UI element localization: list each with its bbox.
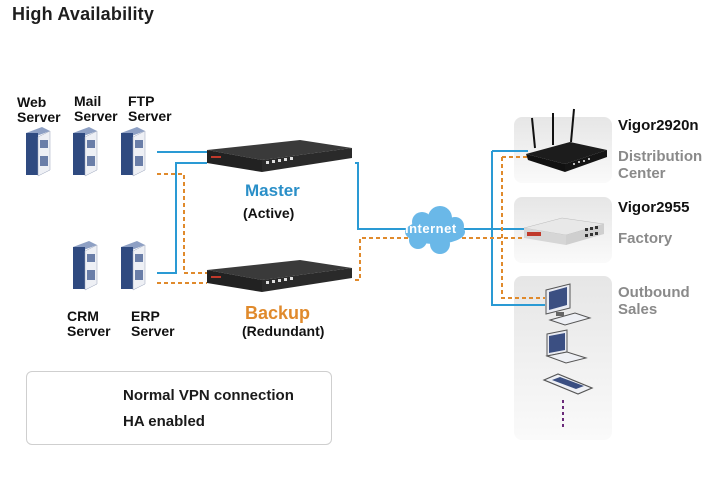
crm-server-label: CRM Server	[67, 308, 111, 339]
distribution-center-label: Distribution Center	[618, 148, 703, 182]
backup-router-icon	[207, 260, 352, 292]
master-label: Master	[245, 181, 300, 200]
server-icon-erp	[121, 241, 146, 291]
ha-line-distribution-outbound	[501, 156, 545, 299]
master-role-label: (Active)	[243, 205, 295, 221]
vigor2955-router-icon	[523, 217, 605, 245]
erp-server-label: ERP Server	[131, 308, 175, 339]
backup-label: Backup	[245, 303, 311, 323]
ftp-server-label: FTP Server	[128, 93, 172, 124]
vpn-line-erp-master	[157, 162, 207, 274]
legend-ha-label: HA enabled	[123, 413, 205, 430]
vigor2920n-label: Vigor2920n	[618, 117, 699, 134]
ha-line-backup-internet	[355, 237, 410, 281]
internet-cloud-icon	[405, 206, 465, 254]
vpn-line-distribution-outbound	[491, 150, 545, 306]
outbound-sales-label: Outbound Sales	[618, 284, 690, 318]
ha-lines	[157, 156, 545, 299]
vigor2920n-router-icon	[526, 108, 607, 172]
desktop-computer-icon	[545, 283, 592, 326]
internet-label: Internet	[405, 221, 457, 236]
legend-vpn-label: Normal VPN connection	[123, 387, 294, 404]
smartphone-icon	[542, 373, 594, 395]
ha-line-ftp-backup	[157, 173, 207, 274]
backup-role-label: (Redundant)	[242, 323, 325, 339]
vpn-lines	[157, 150, 545, 306]
server-icon-web	[26, 127, 51, 177]
server-icon-mail	[73, 127, 98, 177]
web-server-label: Web Server	[17, 94, 61, 125]
laptop-icon	[545, 329, 588, 364]
server-icon-ftp	[121, 127, 146, 177]
vigor2955-label: Vigor2955	[618, 199, 690, 216]
page-title: High Availability	[12, 4, 155, 24]
server-icon-crm	[73, 241, 98, 291]
vpn-line-master-internet	[355, 162, 410, 230]
master-router-icon	[207, 140, 352, 172]
factory-label: Factory	[618, 230, 673, 247]
mail-server-label: Mail Server	[74, 93, 118, 124]
legend	[26, 371, 332, 445]
